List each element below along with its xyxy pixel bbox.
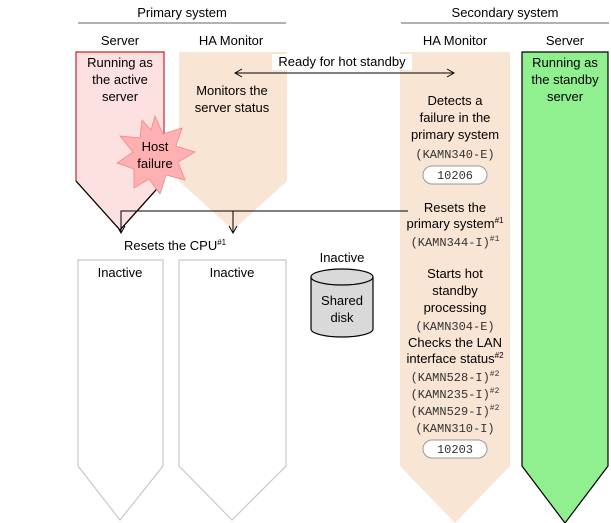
code-badge-10203 <box>422 439 488 459</box>
starts-line-2: standby <box>432 283 478 298</box>
host-failure-line-1: Host <box>142 139 169 154</box>
shared-disk-line-1: Shared <box>321 293 363 308</box>
checks-line-1: Checks the LAN <box>408 335 502 350</box>
primary-server-inactive-column <box>77 259 164 521</box>
shared-disk-icon <box>310 268 374 338</box>
server-running-line-3: server <box>102 89 139 104</box>
secondary-ha-header: HA Monitor <box>423 33 488 48</box>
monitors-line-2: server status <box>195 100 270 115</box>
shared-disk-status: Inactive <box>320 250 365 265</box>
msg-kamn340: (KAMN340-E) <box>415 148 494 162</box>
primary-ha-inactive-column <box>178 259 287 521</box>
msg-kamn344: (KAMN344-I)#1 <box>411 235 500 250</box>
monitors-line-1: Monitors the <box>196 83 268 98</box>
ready-label-bg <box>272 54 412 70</box>
standby-line-3: server <box>547 89 584 104</box>
starts-line-1: Starts hot <box>427 266 483 281</box>
detects-line-2: failure in the <box>420 110 491 125</box>
msg-kamn310: (KAMN310-I) <box>415 422 494 436</box>
checks-line-2: interface status#2 <box>406 351 504 366</box>
starts-line-3: processing <box>424 300 487 315</box>
resets-primary-line-1: Resets the <box>424 200 486 215</box>
server-running-line-2: the active <box>92 72 148 87</box>
msg-kamn235: (KAMN235-I)#2 <box>411 387 500 402</box>
secondary-standby-server-column <box>521 51 609 523</box>
secondary-system-title: Secondary system <box>452 5 559 20</box>
host-failure-burst <box>116 114 196 195</box>
ready-for-hot-standby-label: Ready for hot standby <box>278 54 406 69</box>
code-10206: 10206 <box>437 169 473 183</box>
reset-arrow-head-ha <box>228 225 238 235</box>
ready-link-right-arrowhead <box>446 68 456 78</box>
code-badge-10206 <box>422 165 488 185</box>
code-10203: 10203 <box>437 443 473 457</box>
resets-primary-line-2: primary system#1 <box>406 216 504 231</box>
detects-line-1: Detects a <box>428 93 484 108</box>
shared-disk-line-2: disk <box>330 310 354 325</box>
resets-cpu-label: Resets the CPU#1 <box>124 238 227 253</box>
reset-arrow-path <box>120 210 408 232</box>
primary-server-down-arrow <box>75 180 165 231</box>
detects-line-3: primary system <box>411 127 499 142</box>
ready-link-left-arrowhead <box>233 68 243 78</box>
secondary-server-header: Server <box>546 33 585 48</box>
primary-server-header: Server <box>101 33 140 48</box>
host-failure-line-2: failure <box>137 156 172 171</box>
primary-server-inactive-label: Inactive <box>98 265 143 280</box>
msg-kamn529: (KAMN529-I)#2 <box>411 404 500 419</box>
primary-ha-monitor-column <box>179 52 287 230</box>
standby-line-2: the standby <box>531 72 599 87</box>
reset-arrow-head-server <box>116 225 126 235</box>
msg-kamn528: (KAMN528-I)#2 <box>411 370 500 385</box>
primary-ha-inactive-label: Inactive <box>210 265 255 280</box>
standby-line-1: Running as <box>532 55 598 70</box>
msg-kamn304: (KAMN304-E) <box>415 320 494 334</box>
primary-ha-header: HA Monitor <box>199 33 264 48</box>
server-running-line-1: Running as <box>87 55 153 70</box>
primary-system-title: Primary system <box>137 5 227 20</box>
